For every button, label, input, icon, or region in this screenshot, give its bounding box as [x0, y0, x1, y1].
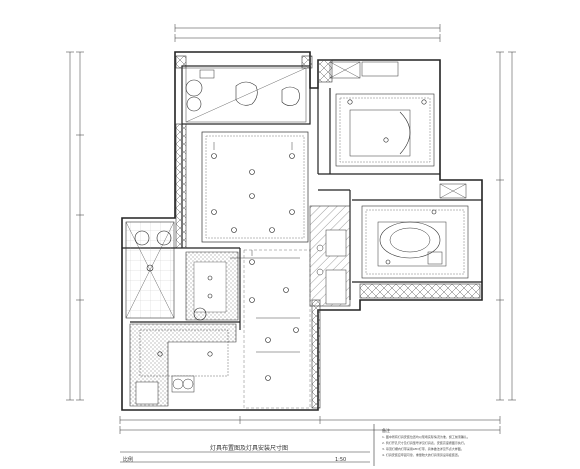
notes-block: 备注 1. 图中所有灯具安装位置均以现场实际情况为准，施工前须确认。 2. 筒灯… — [382, 428, 502, 458]
structural-columns — [175, 55, 481, 409]
drawing-title: 灯具布置图及灯具安装尺寸图 — [210, 445, 289, 452]
exterior-walls — [121, 51, 483, 411]
note-line: 2. 筒灯开孔尺寸及灯具型号详见灯具表，安装高度按图示执行。 — [382, 441, 467, 445]
plant-icon — [156, 230, 172, 246]
bedroom-top-right — [329, 61, 435, 167]
note-line: 1. 图中所有灯具安装位置均以现场实际情况为准，施工前须确认。 — [382, 435, 470, 439]
plant-icon — [185, 79, 203, 97]
study-room — [129, 323, 237, 407]
balcony-room — [185, 67, 307, 123]
living-room-ceiling — [201, 131, 309, 381]
note-line: 4. 灯具安装应牢固可靠，重量较大的灯具须另设吊挂装置。 — [382, 453, 461, 457]
plant-icon — [134, 230, 150, 246]
title-block — [120, 424, 375, 466]
kitchen — [185, 251, 239, 321]
chair-icon — [235, 81, 258, 106]
notes-heading: 备注 — [382, 428, 390, 433]
corridor — [243, 249, 311, 409]
plant-icon — [186, 96, 202, 112]
bathroom — [309, 205, 351, 307]
chair-icon — [281, 86, 300, 106]
dimension-lines — [66, 24, 516, 434]
scale-label: 比例 — [123, 457, 134, 463]
side-balcony — [125, 221, 175, 319]
page-number: 1:50 — [335, 457, 347, 463]
note-line: 3. 吊顶灯槽内灯带采用LED灯带，具体做法详见节点大样图。 — [382, 447, 464, 451]
bedroom-right — [361, 183, 469, 279]
dimension-ticks — [213, 142, 300, 353]
downlight-icons — [211, 153, 299, 381]
